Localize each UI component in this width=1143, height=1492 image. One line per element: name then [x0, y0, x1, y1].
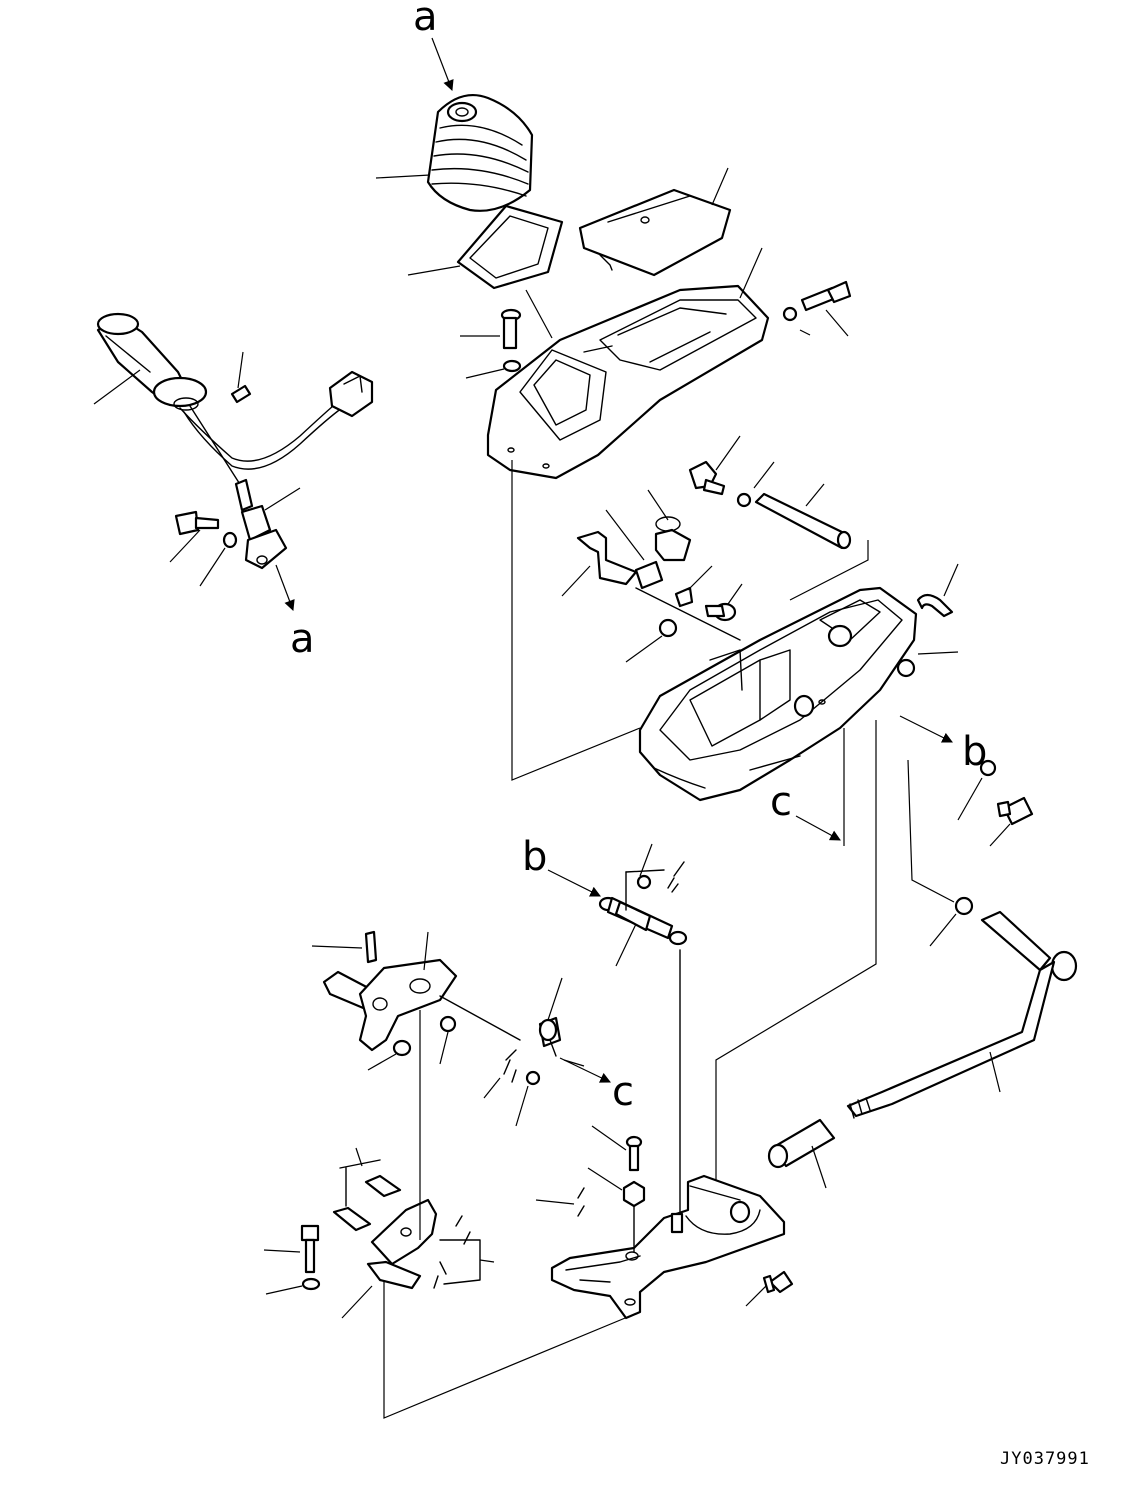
assembly-leaders [383, 460, 955, 1419]
ref-label-c-right: c [770, 779, 792, 825]
console-bolt [957, 759, 1034, 847]
damper-rod [598, 843, 688, 967]
lever-bracket [311, 930, 521, 1071]
boot-frame [407, 204, 564, 339]
rubber-boot [375, 94, 534, 212]
hinge-pin [688, 435, 852, 550]
lower-console-box [638, 586, 959, 802]
lower-bracket [332, 1147, 495, 1319]
base-hardware [535, 1125, 794, 1307]
ref-arrow-c-right [795, 815, 841, 841]
cover-bolt-left [460, 308, 522, 379]
ref-arrow-a-bottom [275, 564, 295, 612]
switch-bracket [561, 489, 743, 663]
ref-arrow-c-left [559, 1057, 611, 1083]
ref-label-a-top: a [413, 0, 438, 40]
ref-arrow-a-top [431, 37, 454, 92]
base-plate [550, 949, 786, 1320]
ref-label-a-bottom: a [290, 616, 315, 662]
ref-label-b-left: b [522, 834, 547, 880]
ref-arrow-b-right [899, 715, 953, 743]
upper-console-cover [486, 247, 770, 480]
ref-label-c-left: c [612, 1069, 634, 1115]
drawing-code: JY037991 [1000, 1449, 1090, 1469]
joystick-base [189, 405, 301, 570]
lever-grip [767, 1118, 836, 1189]
joystick-bolt [169, 510, 238, 587]
joystick-pin [230, 351, 252, 404]
bushing-and-clips [483, 977, 563, 1127]
lower-bolt-washer [263, 1224, 321, 1295]
joystick-lever [93, 312, 374, 470]
cover-bolt-right [782, 280, 852, 337]
clip [916, 563, 959, 618]
cover-plate [578, 167, 732, 277]
ref-arrow-b-left [547, 869, 601, 897]
shift-arm [846, 896, 1078, 1119]
